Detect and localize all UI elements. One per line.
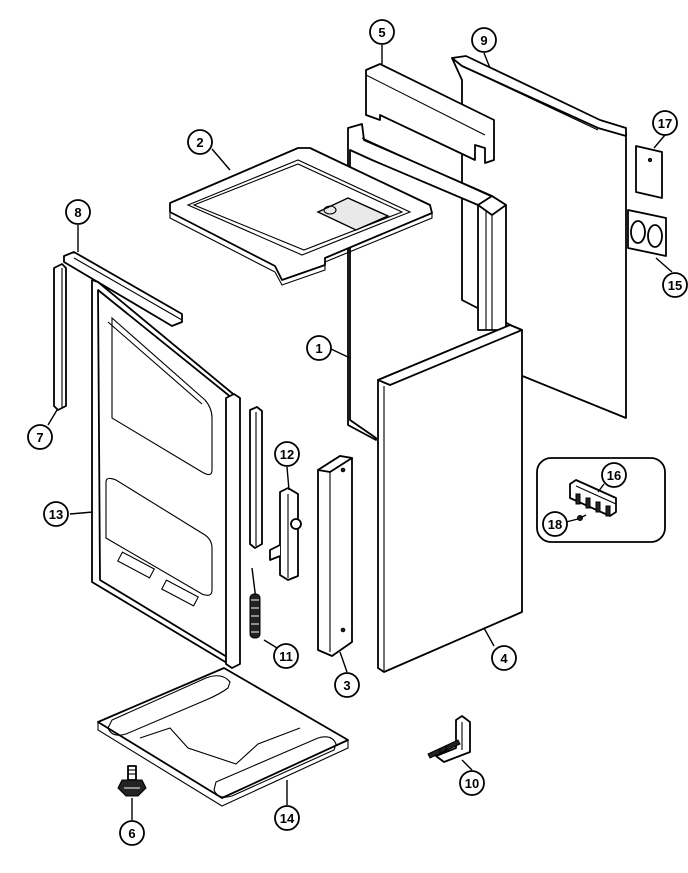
leader-lines xyxy=(47,45,673,820)
callout-1: 1 xyxy=(306,335,332,361)
callout-10-number: 10 xyxy=(465,776,479,791)
callout-4: 4 xyxy=(491,645,517,671)
callout-2: 2 xyxy=(187,129,213,155)
side-panel-left xyxy=(347,123,507,441)
spring xyxy=(249,567,261,639)
top-panel xyxy=(169,147,433,286)
callout-10: 10 xyxy=(459,770,485,796)
callout-17-number: 17 xyxy=(658,116,672,131)
access-cover xyxy=(635,145,663,199)
callout-9: 9 xyxy=(471,27,497,53)
anti-tip-bracket xyxy=(427,715,471,763)
vertical-trim-right xyxy=(249,406,263,549)
callout-6-number: 6 xyxy=(128,826,135,841)
callout-6: 6 xyxy=(119,820,145,846)
callout-4-number: 4 xyxy=(500,651,508,666)
side-panel-right xyxy=(377,324,523,673)
callout-5-number: 5 xyxy=(378,25,385,40)
callout-12: 12 xyxy=(274,441,300,467)
callout-14-number: 14 xyxy=(280,811,295,826)
callout-16: 16 xyxy=(601,462,627,488)
callout-13: 13 xyxy=(43,501,69,527)
top-trim-strip xyxy=(63,251,183,327)
callout-17: 17 xyxy=(652,110,678,136)
leveling-leg xyxy=(117,765,147,797)
bottom-panel xyxy=(97,667,349,807)
callout-11-number: 11 xyxy=(279,649,293,664)
callout-11: 11 xyxy=(273,643,299,669)
front-frame xyxy=(91,279,241,669)
callout-18-number: 18 xyxy=(548,517,562,532)
callout-15: 15 xyxy=(662,272,688,298)
callout-18: 18 xyxy=(542,511,568,537)
hinge-bracket xyxy=(269,487,302,581)
screw xyxy=(577,514,587,521)
callout-2-number: 2 xyxy=(196,135,203,150)
callout-12-number: 12 xyxy=(280,447,294,462)
callout-7-number: 7 xyxy=(36,430,43,445)
callout-3-number: 3 xyxy=(343,678,350,693)
channel-strip xyxy=(317,455,353,657)
callout-3: 3 xyxy=(334,672,360,698)
callout-14: 14 xyxy=(274,805,300,831)
callout-16-number: 16 xyxy=(607,468,621,483)
callout-15-number: 15 xyxy=(668,278,682,293)
callout-9-number: 9 xyxy=(480,33,487,48)
terminal-block xyxy=(569,479,617,517)
callout-5: 5 xyxy=(369,19,395,45)
callout-13-number: 13 xyxy=(49,507,63,522)
rear-upper-panel xyxy=(365,63,495,164)
access-cover-gasket xyxy=(627,209,667,257)
callout-1-number: 1 xyxy=(315,341,322,356)
callout-8-number: 8 xyxy=(74,205,81,220)
vertical-trim-left xyxy=(53,263,67,411)
callout-8: 8 xyxy=(65,199,91,225)
callout-7: 7 xyxy=(27,424,53,450)
